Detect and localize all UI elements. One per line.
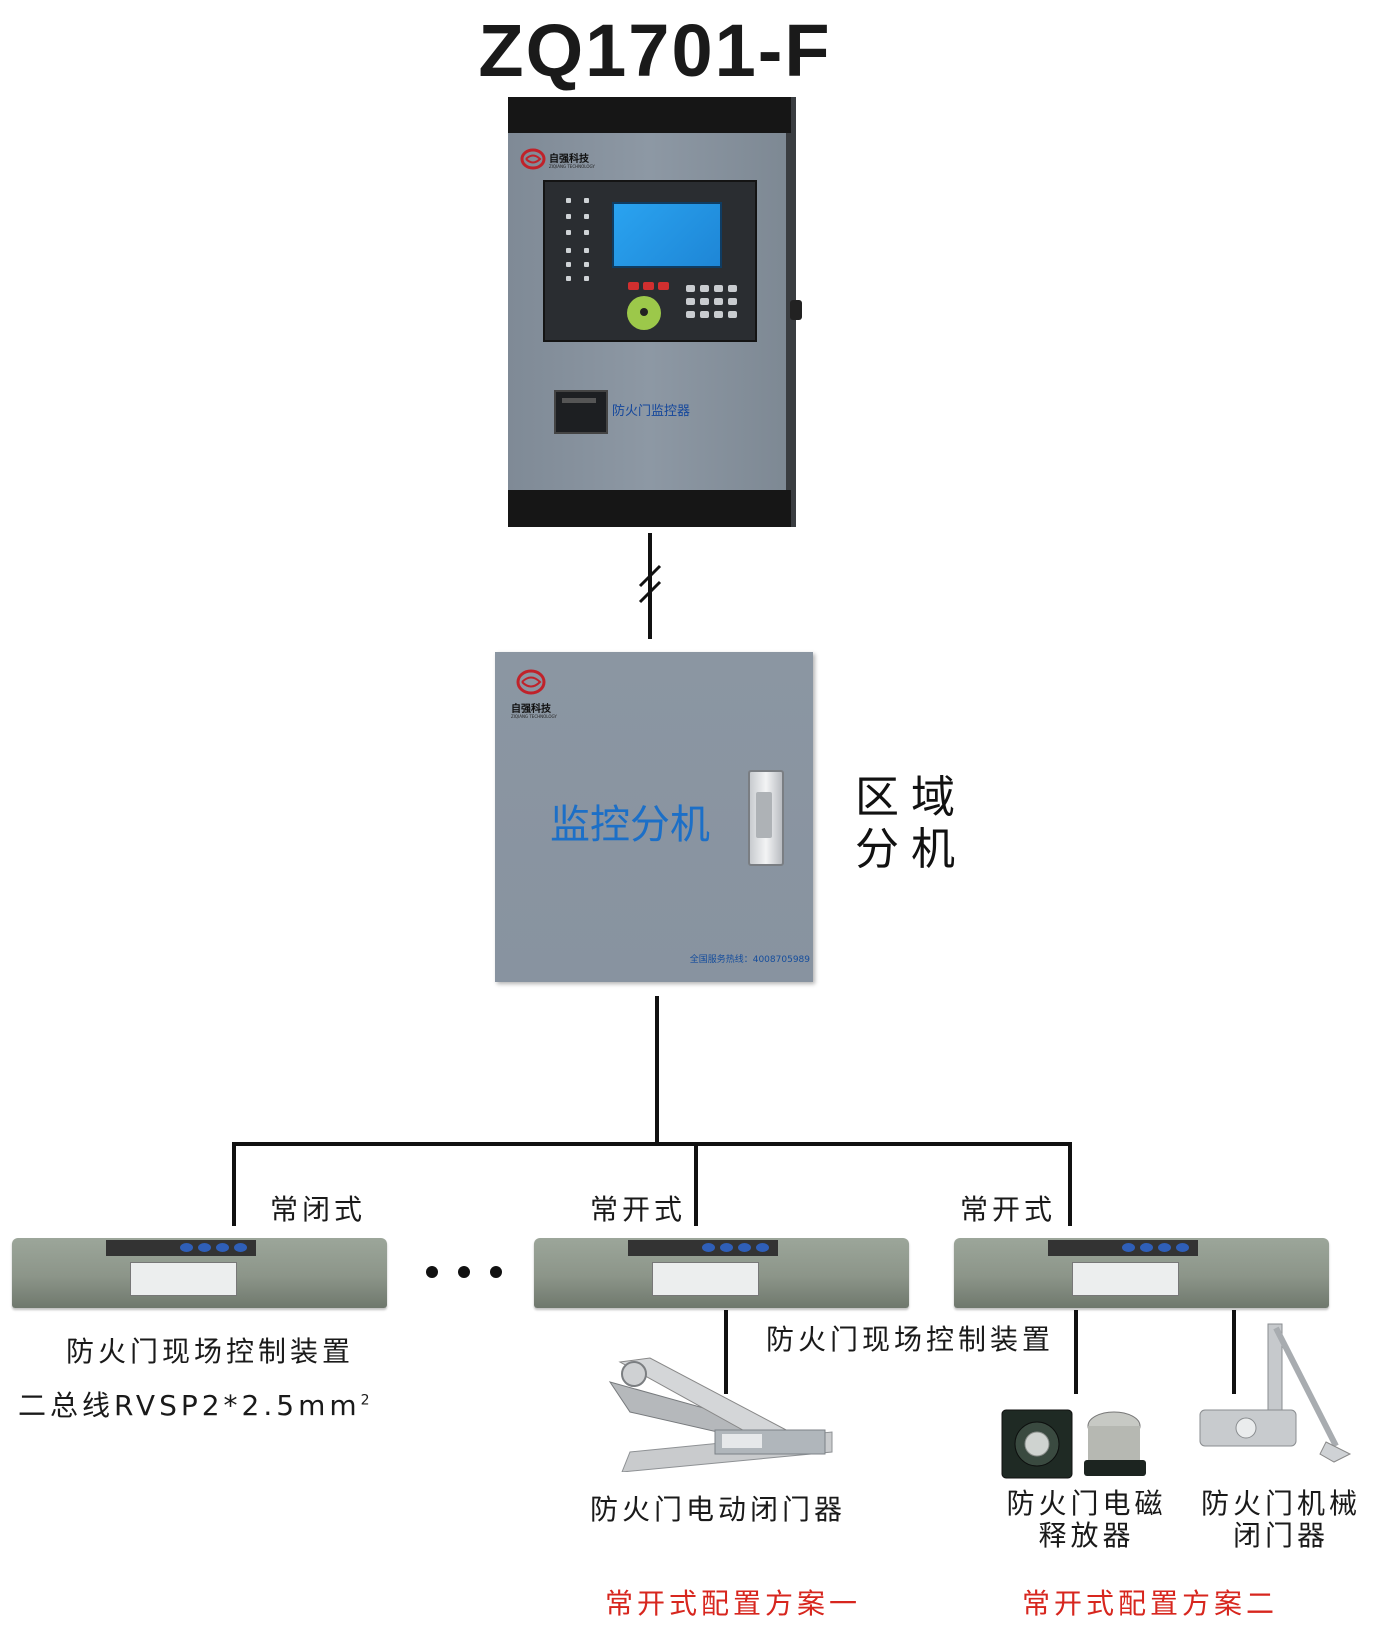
branch-line-2 (694, 1142, 698, 1226)
field-unit-label-right: 防火门现场控制装置 (766, 1323, 1055, 1356)
region-label: 区域 分机 (855, 772, 967, 876)
electric-door-closer-icon (608, 1357, 833, 1472)
branch-mode-3: 常开式 (960, 1193, 1057, 1226)
magnetic-release-label: 防火门电磁 释放器 (1006, 1487, 1167, 1552)
bus-trunk-line (655, 996, 659, 1144)
scheme-one-label: 常开式配置方案一 (605, 1587, 862, 1620)
subbox-brand-en: ZIQIANG TECHNOLOGY (511, 714, 557, 719)
magnetic-release-icon (1001, 1409, 1146, 1479)
bus-slash-icon (638, 564, 662, 604)
field-unit-label-left: 防火门现场控制装置 (66, 1335, 355, 1368)
subbox-hotline: 全国服务热线：4008705989 (689, 955, 810, 965)
ziqiang-logo-icon (520, 148, 546, 170)
ellipsis-dot (490, 1266, 502, 1278)
ellipsis-dot (458, 1266, 470, 1278)
device-line-mechanical (1232, 1310, 1236, 1394)
printer-slot-icon (554, 390, 608, 434)
subbox-title: 监控分机 (550, 802, 710, 848)
ziqiang-logo-icon (516, 669, 546, 695)
bus-cable-label: 二总线RVSP2*2.5mm2 (18, 1389, 374, 1422)
bus-horizontal-line (232, 1142, 1072, 1146)
region-label-line2: 分机 (855, 824, 967, 875)
ellipsis-dot (426, 1266, 438, 1278)
subbox-brand: 自强科技 (511, 704, 551, 715)
region-label-line1: 区域 (855, 772, 967, 823)
model-title: ZQ1701-F (478, 9, 832, 92)
link-line-top (648, 533, 652, 639)
cabinet-lock-icon (790, 300, 802, 320)
branch-line-3 (1068, 1142, 1072, 1226)
electric-closer-label: 防火门电动闭门器 (590, 1493, 847, 1526)
branch-line-1 (232, 1142, 236, 1226)
branch-mode-2: 常开式 (590, 1193, 687, 1226)
branch-mode-1: 常闭式 (270, 1193, 367, 1226)
cabinet-brand-en: ZIQIANG TECHNOLOGY (549, 164, 595, 169)
mechanical-closer-label: 防火门机械 闭门器 (1200, 1487, 1361, 1552)
lcd-screen (612, 202, 722, 268)
cabinet-label: 防火门监控器 (612, 404, 691, 419)
mechanical-closer-icon (1199, 1323, 1352, 1463)
cabinet-brand: 自强科技 (549, 154, 589, 165)
scheme-two-label: 常开式配置方案二 (1022, 1587, 1279, 1620)
device-line-magnetic (1074, 1310, 1078, 1394)
device-line-closer (724, 1310, 728, 1394)
